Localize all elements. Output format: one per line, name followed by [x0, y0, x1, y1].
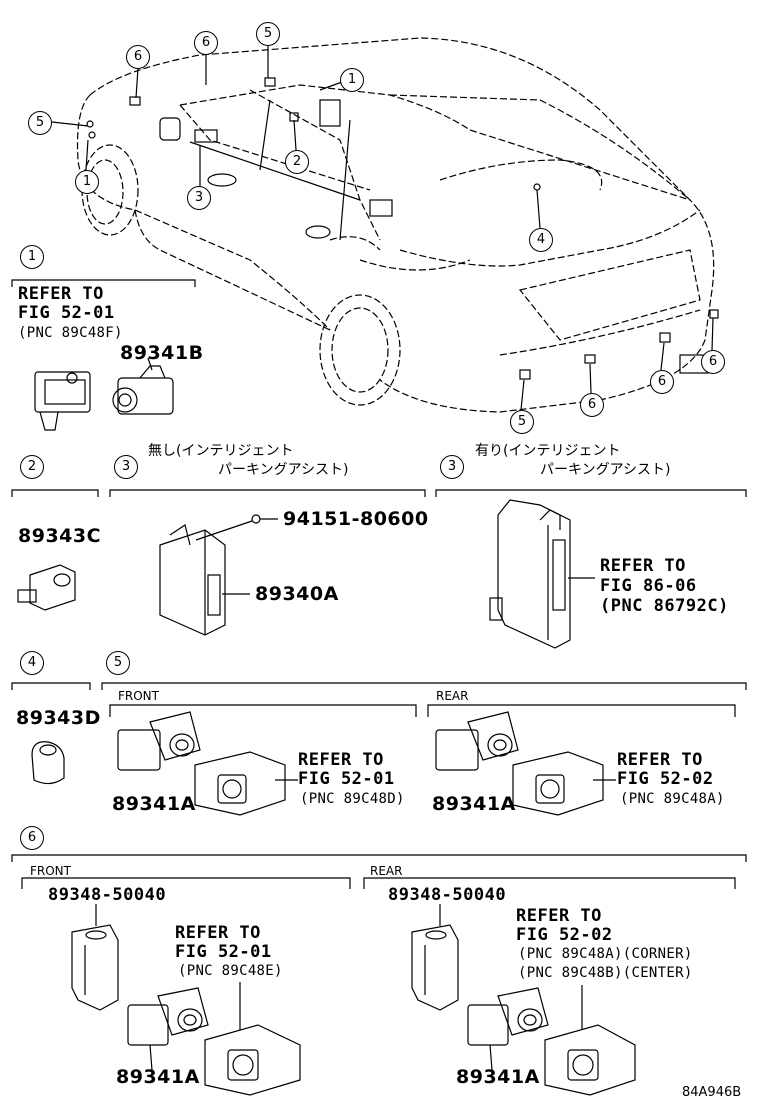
sec5-rear-part-89341a: 89341A — [432, 793, 516, 815]
sec6-front-parts-drawing — [71, 904, 301, 1096]
sec5-rear-sensor-drawing — [435, 711, 616, 816]
section-5-callout: 5 — [106, 651, 130, 675]
sec5-front-ref2: FIG 52-01 — [298, 769, 395, 789]
sec6-rear-part-89341a: 89341A — [456, 1066, 540, 1088]
section-brackets — [11, 279, 747, 889]
sec3a-note-line2: パーキングアシスト) — [218, 462, 349, 478]
sec5-front-part-89341a: 89341A — [112, 793, 196, 815]
callout-5-car-b: 5 — [28, 111, 52, 135]
sec6-rear-ref2: FIG 52-02 — [516, 925, 613, 945]
sec6-rear-label: REAR — [370, 864, 403, 878]
sec3a-part-94151-80600: 94151-80600 — [283, 508, 429, 530]
sec5-front-label: FRONT — [118, 689, 159, 703]
car-component-marks — [86, 77, 719, 380]
section-1-callout: 1 — [20, 245, 44, 269]
sec6-rear-bracket-89348-50040: 89348-50040 — [388, 885, 507, 905]
car-wheels — [81, 144, 401, 406]
sec6-rear-ref3: (PNC 89C48A)(CORNER) — [518, 946, 693, 962]
sec3a-note-line1: 無し(インテリジェント — [148, 443, 294, 459]
sec3b-note-line1: 有り(インテリジェント — [475, 443, 621, 459]
section-6-callout: 6 — [20, 826, 44, 850]
car-illustration — [76, 37, 715, 413]
callout-6-car-e: 6 — [701, 350, 725, 374]
sec6-front-ref2: FIG 52-01 — [175, 942, 272, 962]
callout-1-car-a: 1 — [340, 68, 364, 92]
sec1-ref-line2: FIG 52-01 — [18, 303, 115, 323]
callout-leaders — [51, 45, 714, 411]
callout-5-car-c: 5 — [510, 410, 534, 434]
sec1-part-89341b: 89341B — [120, 342, 204, 364]
sec6-front-label: FRONT — [30, 864, 71, 878]
sec5-rear-ref2: FIG 52-02 — [617, 769, 714, 789]
callout-6-car-d: 6 — [650, 370, 674, 394]
sec6-rear-parts-drawing — [411, 904, 636, 1096]
callout-6-car-b: 6 — [194, 31, 218, 55]
sec5-rear-ref1: REFER TO — [617, 750, 703, 770]
figure-code: 84A946B — [682, 1085, 742, 1100]
part-89341b-drawings — [34, 365, 174, 431]
leader-89341b — [147, 357, 153, 371]
part-89340a-drawing — [159, 514, 278, 636]
section-4-callout: 4 — [20, 651, 44, 675]
sec5-rear-ref3: (PNC 89C48A) — [620, 791, 725, 807]
callout-6-car-c: 6 — [580, 393, 604, 417]
section-2-callout: 2 — [20, 455, 44, 479]
part-89343c-drawing — [17, 564, 76, 611]
sec6-rear-ref4: (PNC 89C48B)(CENTER) — [518, 965, 693, 981]
sec5-rear-label: REAR — [436, 689, 469, 703]
sec3b-note-line2: パーキングアシスト) — [540, 462, 671, 478]
callout-1-car-b: 1 — [75, 170, 99, 194]
sec1-ref-line3: (PNC 89C48F) — [18, 325, 123, 341]
sec3b-ref-line3: (PNC 86792C) — [600, 596, 729, 616]
callout-3-car: 3 — [187, 186, 211, 210]
section-3b-callout: 3 — [440, 455, 464, 479]
sec5-front-ref3: (PNC 89C48D) — [300, 791, 405, 807]
sec3b-ref-line2: FIG 86-06 — [600, 576, 697, 596]
sec6-front-bracket-89348-50040: 89348-50040 — [48, 885, 167, 905]
sec6-front-part-89341a: 89341A — [116, 1066, 200, 1088]
sec3a-part-89340a: 89340A — [255, 583, 339, 605]
part-ipa-ecu-drawing — [489, 499, 595, 649]
part-89343d-drawing — [31, 741, 65, 785]
sec6-front-ref3: (PNC 89C48E) — [178, 963, 283, 979]
callout-5-car-a: 5 — [256, 22, 280, 46]
callout-4-car: 4 — [529, 228, 553, 252]
sec6-front-ref1: REFER TO — [175, 923, 261, 943]
sec1-ref-line1: REFER TO — [18, 284, 104, 304]
sec5-front-ref1: REFER TO — [298, 750, 384, 770]
sec2-part-89343c: 89343C — [18, 525, 102, 547]
sec5-front-sensor-drawing — [117, 711, 298, 816]
sec6-rear-ref1: REFER TO — [516, 906, 602, 926]
callout-6-car-a: 6 — [126, 45, 150, 69]
callout-2-car: 2 — [285, 150, 309, 174]
sec3b-ref-line1: REFER TO — [600, 556, 686, 576]
section-3a-callout: 3 — [114, 455, 138, 479]
sec4-part-89343d: 89343D — [16, 707, 101, 729]
